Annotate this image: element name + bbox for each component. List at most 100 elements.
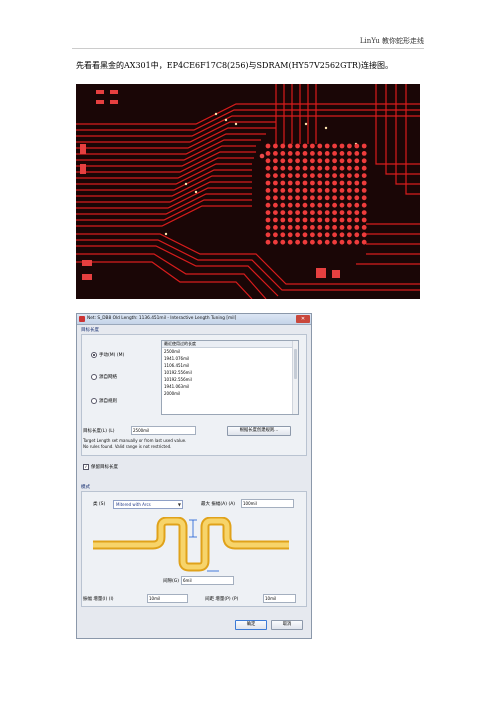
bga-pad (339, 210, 345, 215)
bga-pad (302, 143, 308, 149)
bga-pad (317, 151, 323, 156)
radio-from-net-dot[interactable] (91, 374, 97, 380)
bga-pad (347, 188, 352, 193)
bga-pad (280, 188, 286, 193)
bga-pad (280, 225, 286, 230)
bga-pad (295, 239, 300, 245)
radio-from-rule[interactable]: 源自规则 (91, 398, 117, 404)
ok-button[interactable]: 确定 (235, 620, 267, 630)
bga-pad (265, 217, 271, 223)
dialog-titlebar[interactable]: Net: S_DB8 Old Length: 1136.451mil - Int… (77, 314, 311, 325)
bga-pad (310, 210, 315, 215)
bga-pad (361, 202, 367, 208)
bga-pad (324, 217, 330, 223)
bga-pad (332, 173, 337, 178)
bga-pad (310, 180, 315, 186)
bga-pad (265, 239, 271, 245)
bga-pad (280, 158, 286, 164)
bga-pad (332, 239, 337, 245)
radio-manual-dot[interactable] (91, 352, 97, 358)
bga-pad (332, 202, 337, 208)
radio-from-net-label: 源自网络 (99, 375, 117, 380)
bga-pad (332, 217, 337, 223)
bga-pad (310, 158, 315, 164)
bga-pad (302, 239, 308, 245)
bga-pad (324, 165, 330, 171)
radio-manual[interactable]: 手动(M) (M) (91, 352, 124, 358)
list-item[interactable]: 10192.556mil (164, 377, 192, 382)
keep-target-length-label: 保留目标长度 (91, 465, 118, 470)
space-increment-label: 间距 增量(P) (P) (205, 597, 239, 602)
style-select[interactable]: Mitered with Arcs ▼ (113, 500, 183, 509)
target-length-input[interactable]: 2500mil (131, 426, 196, 435)
bga-pad (287, 202, 293, 208)
bga-pad (361, 151, 367, 156)
create-rule-button[interactable]: 根据长度创建规则... (227, 426, 291, 436)
bga-pad (310, 225, 315, 230)
bga-pad (347, 180, 352, 186)
bga-pad (324, 210, 330, 215)
bga-pad (265, 188, 271, 193)
bga-pad (265, 180, 271, 186)
space-increment-input[interactable]: 10mil (263, 594, 296, 603)
page-header: LinYu 教你蛇形走线 (359, 37, 424, 45)
bga-pad (273, 165, 278, 171)
close-button[interactable]: ✕ (296, 315, 310, 323)
bga-pad (317, 188, 323, 193)
bga-pad (287, 195, 293, 201)
chevron-down-icon: ▼ (177, 502, 181, 507)
pcb-drawing (76, 84, 420, 299)
bga-pad (265, 165, 271, 171)
bga-pad (280, 202, 286, 208)
list-item[interactable]: 2000mil (164, 391, 181, 396)
bga-pad (354, 165, 360, 171)
bga-pad (317, 195, 323, 201)
keep-target-length-checkbox[interactable]: ✓ 保留目标长度 (83, 464, 118, 470)
bga-pad (295, 225, 300, 230)
note-line-1: Target Length set manually or from last … (83, 438, 187, 443)
amplitude-label: 最大 振幅(A) (A) (201, 502, 236, 507)
list-item[interactable]: 1941.076mil (164, 356, 190, 361)
bga-pad (310, 151, 315, 156)
list-item[interactable]: 1106.451mil (164, 363, 190, 368)
bga-pad (354, 151, 360, 156)
radio-from-net[interactable]: 源自网络 (91, 374, 117, 380)
recent-lengths-list[interactable]: 最近使用过的长度 2500mil 1941.076mil 1106.451mil… (161, 340, 299, 415)
bga-pad (354, 232, 360, 238)
bga-pad (302, 188, 308, 193)
bga-pad (265, 158, 271, 164)
checkbox-check-icon[interactable]: ✓ (83, 464, 89, 470)
bga-pad (317, 210, 323, 215)
bga-pad (295, 202, 300, 208)
section-target-length: 目标长度 (81, 328, 99, 333)
bga-pad (347, 165, 352, 171)
bga-pad (361, 158, 367, 164)
bga-pad (295, 232, 300, 238)
bga-pad (265, 225, 271, 230)
bga-pad (347, 143, 352, 149)
list-scrollbar[interactable] (292, 341, 298, 414)
bga-pad (302, 173, 308, 178)
bga-pad (339, 165, 345, 171)
list-item[interactable]: 10192.556mil (164, 370, 192, 375)
bga-pad (324, 225, 330, 230)
bga-pad (310, 143, 315, 149)
bga-pad (280, 195, 286, 201)
amplitude-increment-input[interactable]: 10mil (147, 594, 188, 603)
bga-pad (280, 239, 286, 245)
radio-from-rule-dot[interactable] (91, 398, 97, 404)
bga-pad (287, 158, 293, 164)
gap-input[interactable]: 6mil (181, 576, 234, 585)
cancel-button[interactable]: 取消 (271, 620, 303, 630)
amplitude-input[interactable]: 100mil (241, 499, 294, 508)
bga-pad (273, 195, 278, 201)
bga-pad (317, 217, 323, 223)
scrollbar-thumb[interactable] (294, 349, 297, 379)
bga-pad (287, 173, 293, 178)
bga-pad (324, 232, 330, 238)
bga-pad (361, 173, 367, 178)
list-item[interactable]: 1941.063mil (164, 384, 190, 389)
list-item[interactable]: 2500mil (164, 349, 181, 354)
bga-pad (273, 217, 278, 223)
bga-pad (295, 158, 300, 164)
